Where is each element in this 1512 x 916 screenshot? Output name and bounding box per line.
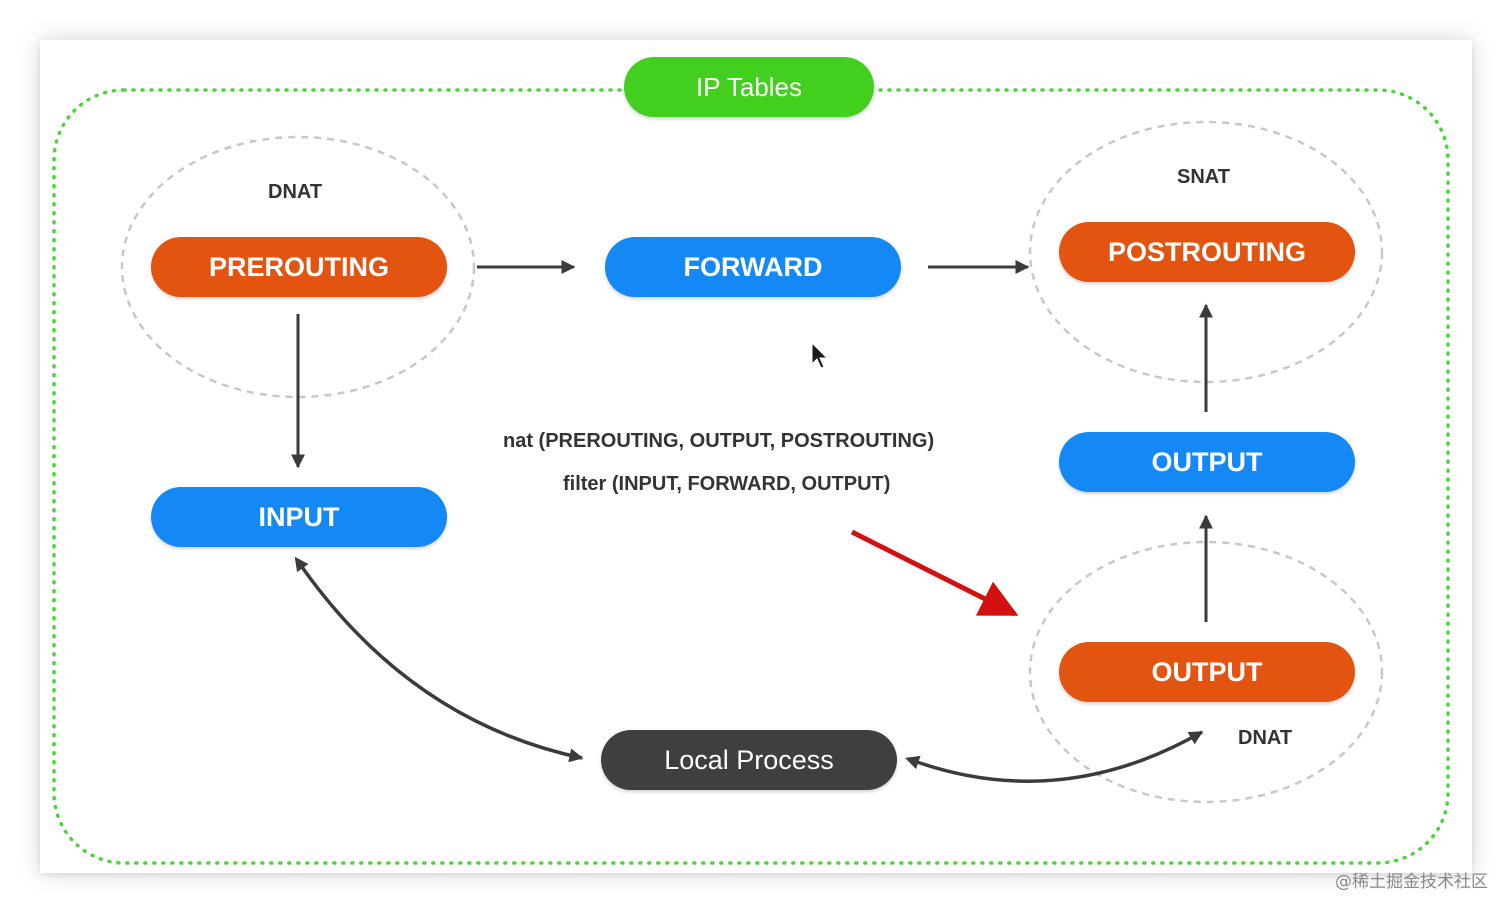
snat-postrouting-label: SNAT — [1177, 166, 1230, 188]
input-chain[interactable]: INPUT — [151, 487, 447, 547]
dnat-output-label: DNAT — [1238, 727, 1293, 749]
iptables-title: IP Tables — [624, 57, 874, 117]
dnat-prerouting-label: DNAT — [268, 181, 323, 203]
output-nat-zone — [1028, 540, 1384, 804]
forward-chain[interactable]: FORWARD — [605, 237, 901, 297]
output-nat-chain[interactable]: OUTPUT — [1059, 642, 1355, 702]
diagram-slide: IP Tables PREROUTING FORWARD POSTROUTING… — [40, 40, 1472, 873]
prerouting-zone — [120, 135, 476, 399]
postrouting-chain[interactable]: POSTROUTING — [1059, 222, 1355, 282]
postrouting-zone — [1028, 120, 1384, 384]
nat-table-note: nat (PREROUTING, OUTPUT, POSTROUTING) — [503, 430, 935, 452]
filter-table-note: filter (INPUT, FORWARD, OUTPUT) — [563, 473, 891, 495]
mouse-cursor-icon — [811, 341, 829, 369]
watermark: @稀土掘金技术社区 — [1335, 872, 1488, 892]
local-process-node[interactable]: Local Process — [601, 730, 897, 790]
flow-diagram — [52, 88, 1450, 865]
highlight-arrow — [850, 529, 1019, 617]
arrow-local-process-output — [905, 730, 1204, 783]
output-filter-chain[interactable]: OUTPUT — [1059, 432, 1355, 492]
arrow-input-local-process — [294, 556, 584, 763]
prerouting-chain[interactable]: PREROUTING — [151, 237, 447, 297]
